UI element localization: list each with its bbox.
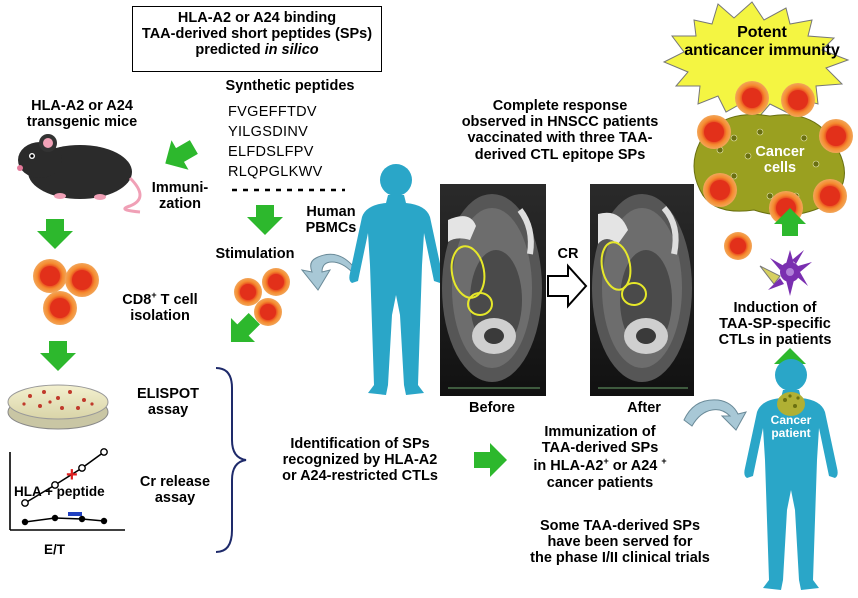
complete-response-line-2: observed in HNSCC patients — [461, 114, 659, 131]
transgenic-mouse-icon — [17, 134, 142, 214]
before-label: Before — [469, 400, 515, 416]
human-figure-icon — [349, 164, 443, 395]
cancer-cells-line-2: cells — [763, 160, 797, 177]
immunization-line-1: Immuni- — [151, 180, 209, 196]
title-line-3: predicted in silico — [132, 42, 382, 58]
complete-response-line-1: Complete response — [492, 98, 628, 114]
graph-axis-label: E/T — [44, 542, 66, 557]
pbmc-curved-arrow — [300, 253, 353, 291]
clinical-trials-label: Some TAA-derived SPs have been served fo… — [490, 518, 750, 567]
elispot-line-1: ELISPOT — [136, 386, 200, 402]
induction-line-1: Induction of — [733, 300, 817, 316]
potent-immunity-label: Potent anticancer immunity — [672, 24, 852, 60]
patient-tumor-icon — [777, 392, 805, 416]
induction-label: Induction of TAA-SP-specific CTLs in pat… — [690, 300, 858, 349]
title-box — [132, 6, 382, 72]
potent-line-2: anticancer immunity — [684, 41, 840, 59]
mice-label-line-2: transgenic mice — [26, 114, 138, 131]
or-a24-text: or A24 — [608, 458, 662, 475]
human-pbmcs-line-1: Human — [306, 204, 356, 220]
potent-line-1: Potent — [737, 24, 787, 41]
cells-to-elispot-arrow — [40, 341, 76, 371]
complete-response-line-3: vaccinated with three TAA- — [467, 130, 653, 147]
ct-scan-before — [440, 184, 546, 396]
immunization-line-2: zation — [159, 196, 201, 213]
graph-hla-peptide-label: HLA + peptide — [14, 484, 105, 499]
immunization-curved-arrow — [683, 399, 747, 431]
identification-label: Identification of SPs recognized by HLA-… — [240, 436, 480, 485]
peptide-3: ELFDSLFPV — [228, 144, 314, 160]
cr-arrow — [547, 263, 588, 309]
immunization-patients-line-1: Immunization of — [544, 424, 656, 440]
cd8-isolation-label: CD8+ T cell isolation — [100, 290, 220, 324]
cd8-isolation-line-1: CD8+ T cell — [100, 290, 220, 308]
cancer-cells-icon — [693, 81, 853, 225]
hla-a2-sup: + — [603, 456, 609, 467]
identification-line-1: Identification of SPs — [290, 436, 430, 452]
immunization-label: Immuni- zation — [140, 180, 220, 212]
cd8-text: CD8 — [122, 291, 152, 308]
cr-release-label: Cr release assay — [120, 474, 230, 506]
synthetic-peptides-title: Synthetic peptides — [225, 78, 355, 94]
immunization-patients-label: Immunization of TAA-derived SPs in HLA-A… — [500, 424, 700, 491]
immunization-patients-line-2: TAA-derived SPs — [541, 440, 659, 457]
mice-label: HLA-A2 or A24 transgenic mice — [2, 98, 162, 130]
immunization-patients-line-3: in HLA-A2+ or A24 + — [500, 456, 700, 474]
peptides-to-stimulation-arrow — [247, 205, 283, 235]
graph-plus-sign: + — [66, 464, 78, 486]
cancer-patient-label: Cancer patient — [755, 413, 827, 441]
t-cell-text: T cell — [156, 291, 198, 308]
mouse-to-cells-arrow — [37, 219, 73, 249]
human-pbmcs-line-2: PBMCs — [305, 220, 357, 237]
title-box-text: HLA-A2 or A24 binding TAA-derived short … — [132, 10, 382, 59]
immunization-patients-line-4: cancer patients — [546, 474, 654, 491]
title-line-2: TAA-derived short peptides (SPs) — [141, 26, 373, 43]
cd8-sup: + — [151, 290, 157, 300]
clinical-trials-line-3: the phase I/II clinical trials — [530, 550, 710, 567]
cr-release-graph — [9, 448, 125, 531]
mice-label-line-1: HLA-A2 or A24 — [31, 98, 133, 114]
cd8-cells-human-icon — [234, 268, 290, 326]
title-line-3-italic: in silico — [264, 42, 319, 59]
peptide-1: FVGEFFTDV — [228, 104, 317, 120]
ctl-dendritic-cell-icon — [724, 232, 812, 296]
cancer-cells-line-1: Cancer — [755, 144, 805, 160]
after-label: After — [627, 400, 661, 416]
elispot-line-2: assay — [147, 402, 189, 419]
cd8-to-assay-arrow — [230, 313, 260, 343]
induction-line-2: TAA-SP-specific — [719, 316, 831, 333]
immunization-arrow — [165, 140, 198, 170]
cd8-isolation-line-2: isolation — [130, 308, 190, 325]
title-line-1: HLA-A2 or A24 binding — [177, 10, 337, 26]
ct-scan-after — [590, 184, 694, 396]
cr-release-line-1: Cr release — [139, 474, 211, 490]
clinical-trials-line-1: Some TAA-derived SPs — [539, 518, 701, 534]
elispot-label: ELISPOT assay — [118, 386, 218, 418]
peptide-2: YILGSDINV — [228, 124, 309, 140]
cancer-patient-line-1: Cancer — [770, 413, 812, 427]
graph-minus-sign: − — [68, 512, 82, 516]
title-line-3-prefix: predicted — [195, 42, 265, 59]
identification-line-3: or A24-restricted CTLs — [282, 468, 438, 485]
petri-dish-icon — [7, 384, 109, 430]
assay-brace — [215, 367, 247, 553]
complete-response-line-4: derived CTL epitope SPs — [474, 146, 646, 163]
a24-sup: + — [661, 456, 667, 467]
clinical-trials-line-2: have been served for — [547, 534, 693, 551]
cr-release-line-2: assay — [154, 490, 196, 507]
cd8-cells-mouse-icon — [33, 259, 99, 325]
cancer-patient-line-2: patient — [771, 426, 811, 441]
identification-line-2: recognized by HLA-A2 — [282, 452, 438, 469]
human-pbmcs-label: Human PBMCs — [296, 204, 366, 236]
peptide-4: RLQPGLKWV — [228, 164, 323, 180]
hla-a2-text: in HLA-A2 — [533, 458, 604, 475]
induction-line-3: CTLs in patients — [718, 332, 832, 349]
cancer-cells-label: Cancer cells — [740, 144, 820, 176]
cr-label: CR — [557, 246, 579, 262]
complete-response-label: Complete response observed in HNSCC pati… — [410, 98, 710, 163]
stimulation-label: Stimulation — [215, 246, 295, 262]
